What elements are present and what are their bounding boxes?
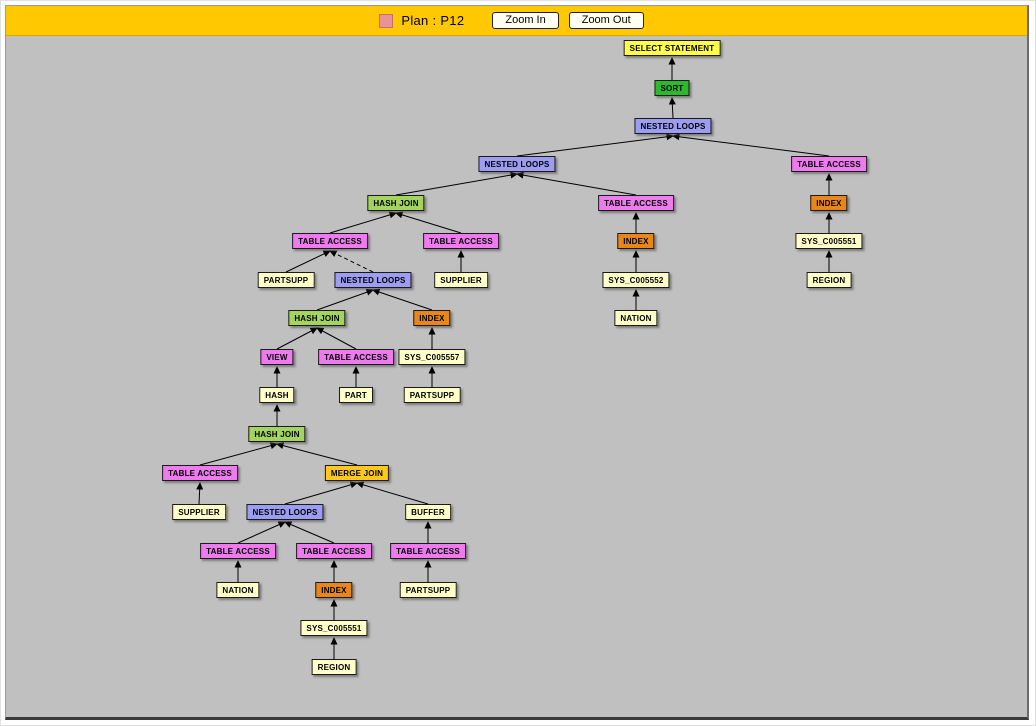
plan-node-table-access[interactable]: TABLE ACCESS (598, 195, 674, 211)
plan-node-table-access[interactable]: TABLE ACCESS (423, 233, 499, 249)
plan-node-partsupp[interactable]: PARTSUPP (399, 582, 457, 598)
plan-node-sys-c005557[interactable]: SYS_C005557 (398, 349, 466, 365)
plan-node-sys-c005551[interactable]: SYS_C005551 (300, 620, 368, 636)
plan-node-nested-loops[interactable]: NESTED LOOPS (478, 156, 556, 172)
plan-node-index[interactable]: INDEX (810, 195, 848, 211)
plan-node-view[interactable]: VIEW (260, 349, 294, 365)
zoom-in-button[interactable]: Zoom In (492, 12, 559, 29)
plan-edge (237, 521, 286, 544)
plan-edge (199, 442, 278, 466)
plan-node-index[interactable]: INDEX (315, 582, 353, 598)
plan-node-nested-loops[interactable]: NESTED LOOPS (246, 504, 324, 520)
plan-edge (284, 521, 335, 544)
plan-title: Plan : P12 (401, 13, 465, 28)
plan-node-nation[interactable]: NATION (614, 310, 658, 326)
plan-edges-layer (196, 57, 833, 659)
plan-node-table-access[interactable]: TABLE ACCESS (791, 156, 867, 172)
plan-node-nation[interactable]: NATION (216, 582, 260, 598)
plan-node-merge-join[interactable]: MERGE JOIN (324, 465, 390, 481)
plan-edge (395, 171, 518, 196)
plan-node-supplier[interactable]: SUPPLIER (434, 272, 488, 288)
plan-window: Plan : P12 Zoom In Zoom Out SELECT STATE… (5, 5, 1029, 720)
plan-node-table-access[interactable]: TABLE ACCESS (390, 543, 466, 559)
plan-node-table-access[interactable]: TABLE ACCESS (292, 233, 368, 249)
plan-edge (285, 250, 331, 273)
plan-edge (316, 288, 374, 311)
plan-node-sort[interactable]: SORT (654, 80, 690, 96)
plan-edge (329, 250, 374, 273)
plan-node-sys-c005551[interactable]: SYS_C005551 (795, 233, 863, 249)
plan-canvas: SELECT STATEMENT SORT NESTED LOOPS NESTED L… (6, 36, 1027, 717)
plan-edge (284, 481, 358, 505)
plan-edge (516, 171, 637, 196)
plan-node-sys-c005552[interactable]: SYS_C005552 (602, 272, 670, 288)
plan-node-index[interactable]: INDEX (413, 310, 451, 326)
titlebar: Plan : P12 Zoom In Zoom Out (6, 6, 1027, 36)
plan-edge (329, 211, 397, 234)
plan-edge (276, 327, 318, 350)
plan-node-table-access[interactable]: TABLE ACCESS (200, 543, 276, 559)
plan-edge (196, 482, 204, 505)
plan-node-hash-join[interactable]: HASH JOIN (367, 195, 425, 211)
plan-edge (276, 442, 358, 466)
plan-edge (668, 97, 676, 119)
plan-node-nested-loops[interactable]: NESTED LOOPS (334, 272, 412, 288)
plan-node-hash-join[interactable]: HASH JOIN (288, 310, 346, 326)
plan-node-region[interactable]: REGION (311, 659, 357, 675)
plan-edge (395, 211, 462, 234)
plan-edge (372, 288, 433, 311)
plan-node-nested-loops[interactable]: NESTED LOOPS (634, 118, 712, 134)
plan-node-table-access[interactable]: TABLE ACCESS (162, 465, 238, 481)
plan-node-supplier[interactable]: SUPPLIER (172, 504, 226, 520)
plan-node-hash[interactable]: HASH (259, 387, 295, 403)
plan-node-hash-join[interactable]: HASH JOIN (248, 426, 306, 442)
plan-node-table-access[interactable]: TABLE ACCESS (296, 543, 372, 559)
plan-node-select-statement[interactable]: SELECT STATEMENT (623, 40, 721, 56)
plan-node-region[interactable]: REGION (806, 272, 852, 288)
plan-node-part[interactable]: PART (339, 387, 373, 403)
plan-edge (516, 133, 674, 157)
plan-edge (316, 327, 357, 350)
plan-edge (672, 133, 830, 157)
plan-node-index[interactable]: INDEX (617, 233, 655, 249)
plan-node-partsupp[interactable]: PARTSUPP (403, 387, 461, 403)
plan-node-table-access[interactable]: TABLE ACCESS (318, 349, 394, 365)
legend-swatch (379, 13, 394, 28)
plan-node-buffer[interactable]: BUFFER (405, 504, 451, 520)
plan-edge (356, 481, 429, 505)
plan-node-partsupp[interactable]: PARTSUPP (257, 272, 315, 288)
zoom-out-button[interactable]: Zoom Out (568, 12, 644, 29)
